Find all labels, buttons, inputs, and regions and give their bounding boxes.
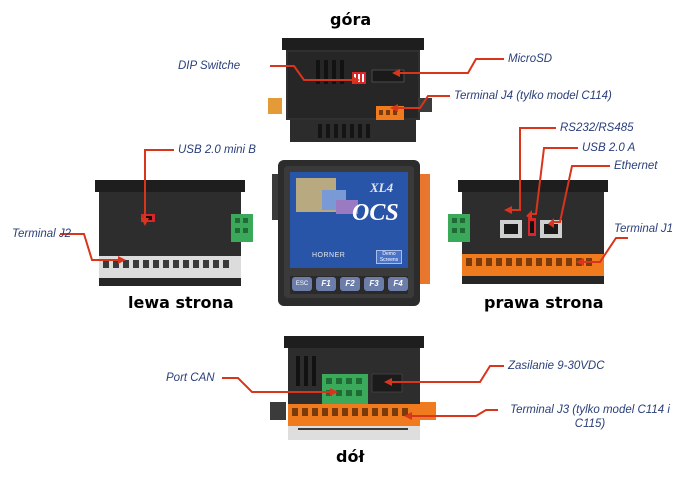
device-front-view: OCS XL4 HORNER Demo Screens ESC F1 F2 F3…	[272, 160, 432, 310]
key-f1[interactable]: F1	[316, 277, 336, 291]
view-title-top: góra	[330, 10, 372, 29]
callout-microsd: MicroSD	[508, 53, 553, 65]
callout-terminal-j2: Terminal J2	[12, 228, 72, 240]
view-title-right: prawa strona	[484, 293, 604, 312]
callout-terminal-j3: Terminal J3 (tylko model C114 i C115)	[510, 404, 670, 430]
view-title-left: lewa strona	[128, 293, 234, 312]
device-right-view	[448, 180, 608, 288]
function-keys: ESC F1 F2 F3 F4	[292, 277, 408, 293]
callout-usb-a: USB 2.0 A	[582, 142, 636, 154]
view-title-bottom: dół	[336, 447, 365, 466]
callout-terminal-j4: Terminal J4 (tylko model C114)	[454, 90, 612, 102]
screen-ocs-logo: OCS	[352, 200, 399, 226]
screen-model-label: XL4	[370, 180, 394, 195]
callout-dip-switch: DIP Switche	[178, 60, 241, 72]
callout-rs232-rs485: RS232/RS485	[560, 122, 634, 134]
key-f3[interactable]: F3	[364, 277, 384, 291]
key-f4[interactable]: F4	[388, 277, 408, 291]
screen-brand-label: HORNER	[312, 252, 346, 259]
callout-terminal-j1: Terminal J1	[614, 223, 674, 235]
key-esc[interactable]: ESC	[292, 277, 312, 291]
screen-demo-button[interactable]: Demo Screens	[376, 250, 402, 264]
device-left-view	[95, 180, 255, 288]
key-f2[interactable]: F2	[340, 277, 360, 291]
callout-port-can: Port CAN	[166, 372, 215, 384]
callout-usb-mini-b: USB 2.0 mini B	[178, 144, 256, 156]
callout-power: Zasilanie 9-30VDC	[508, 360, 605, 372]
device-bottom-view	[268, 336, 438, 442]
callout-ethernet: Ethernet	[614, 160, 658, 172]
